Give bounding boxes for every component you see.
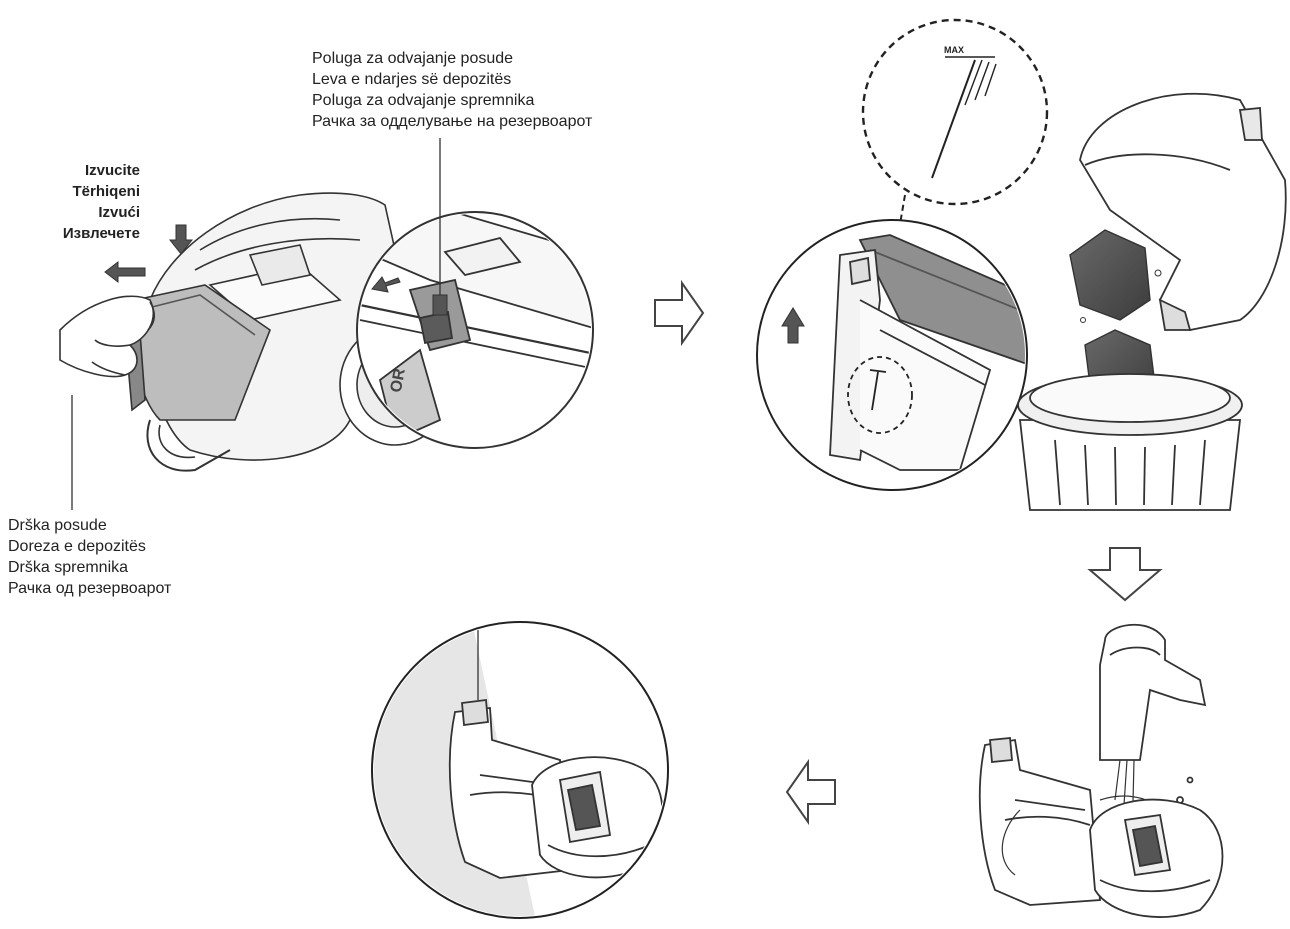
max-level-label: MAX	[944, 45, 964, 55]
lever-callout: Poluga za odvajanje posude Leva e ndarje…	[312, 48, 592, 132]
arrow-right-icon	[654, 279, 705, 347]
step3-wash-bin-illustration	[978, 623, 1224, 918]
step2-empty-bin-illustration: MAX	[756, 18, 1287, 511]
lever-marker	[432, 294, 448, 316]
pull-callout: Izvucite Tërhiqeni Izvući Извлечете	[30, 160, 140, 244]
arrow-down-icon	[1087, 547, 1163, 602]
handle-label-2: Doreza e depozitës	[8, 538, 146, 555]
lever-label-1: Poluga za odvajanje posude	[312, 50, 514, 67]
pull-label-1: Izvucite	[84, 162, 140, 179]
lever-label-2: Leva e ndarjes së depozitës	[312, 71, 512, 88]
handle-callout: Drška posude Doreza e depozitës Drška sp…	[8, 515, 171, 599]
pull-label-4: Извлечете	[62, 225, 140, 242]
handle-label-1: Drška posude	[8, 517, 107, 534]
lever-label-3: Poluga za odvajanje spremnika	[312, 92, 535, 109]
svg-text:OR: OR	[388, 367, 409, 394]
step4-dry-bin-illustration	[371, 621, 669, 919]
handle-label-3: Drška spremnika	[8, 559, 129, 576]
pull-label-2: Tërhiqeni	[72, 183, 140, 200]
pull-label-3: Izvući	[98, 204, 140, 221]
lever-detail-circle: OR	[356, 211, 594, 449]
lever-label-4: Рачка за одделување на резервоарот	[312, 113, 593, 130]
arrow-left-icon	[785, 758, 836, 826]
handle-label-4: Рачка од резервоарот	[8, 580, 172, 597]
